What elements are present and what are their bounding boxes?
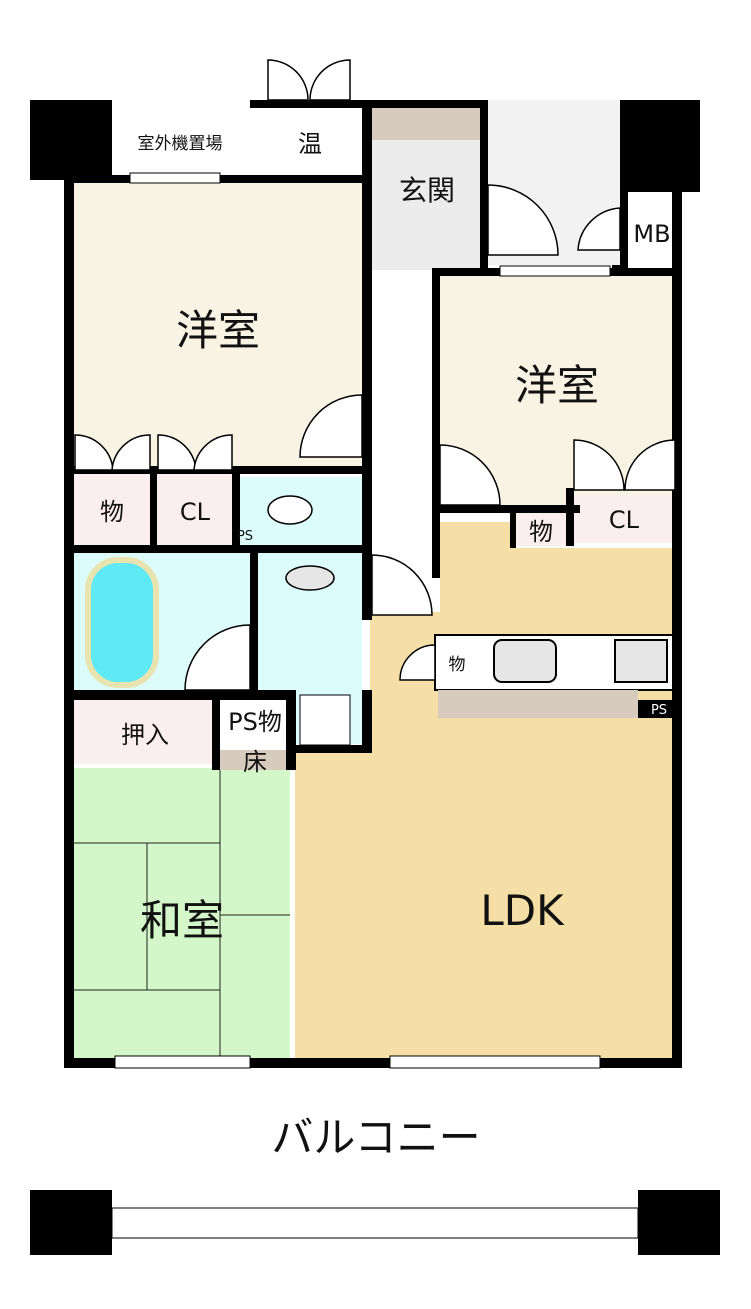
japanese-room [73, 768, 290, 1060]
entrance-step [370, 108, 485, 140]
tokonoma-strip [219, 750, 290, 770]
outdoor-unit-label: 室外機置場 [138, 134, 223, 154]
closet-2 [574, 495, 675, 543]
door-swings [74, 59, 676, 691]
closet-1 [157, 472, 232, 545]
tokonoma-label: 床 [243, 748, 267, 776]
bathtub-icon [85, 557, 159, 688]
ps-toilet-label: PS [237, 529, 253, 544]
water-heater-label: 温 [298, 130, 322, 158]
kitchen-storage-label: 物 [449, 655, 466, 675]
ps-storage-label: PS物 [228, 708, 282, 736]
meter-box [628, 193, 675, 265]
washbasin-icon [285, 565, 335, 591]
closet-2-label: CL [609, 506, 640, 534]
oshiire [73, 700, 215, 764]
western-room-2-label: 洋室 [515, 361, 599, 410]
meter-box-label: MB [633, 220, 670, 248]
oshiire-label: 押入 [121, 721, 169, 749]
ps-kitchen-label: PS [651, 703, 667, 718]
ps-storage [219, 700, 290, 745]
western-room-1-label: 洋室 [176, 306, 260, 355]
entrance-label: 玄関 [399, 174, 455, 207]
sink-icon [493, 639, 557, 683]
japanese-room-label: 和室 [140, 896, 224, 945]
ldk-label: LDK [480, 886, 565, 935]
stove-icon [614, 639, 668, 683]
balcony-label: バルコニー [271, 1113, 480, 1162]
washer-icon [299, 694, 351, 746]
windows [111, 172, 639, 1239]
storage-2-label: 物 [529, 518, 553, 546]
storage-1 [73, 472, 151, 545]
tatami-lines [73, 768, 290, 1060]
storage-1-label: 物 [100, 498, 124, 526]
balcony [70, 1068, 675, 1190]
closet-1-label: CL [180, 498, 211, 526]
toilet-icon [267, 495, 313, 525]
storage-2 [516, 512, 566, 546]
counter-back [438, 690, 638, 718]
